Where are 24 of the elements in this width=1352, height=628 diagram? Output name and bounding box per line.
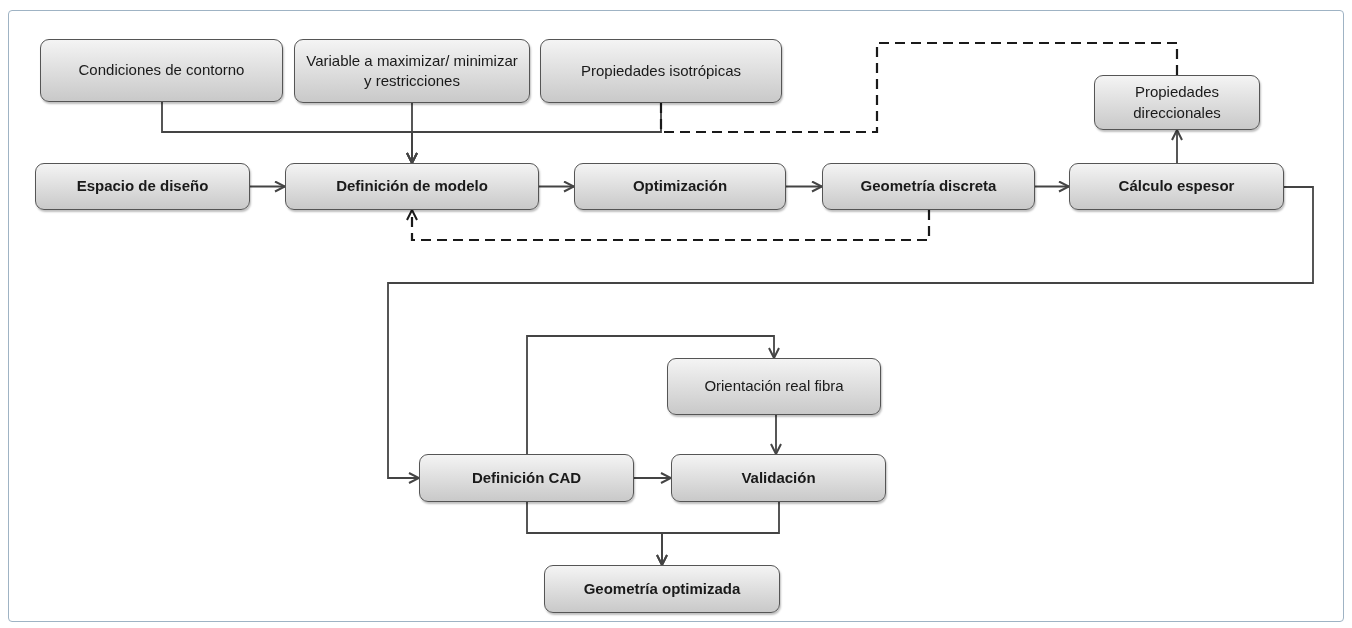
- arrow: [785, 180, 823, 193]
- process-box: Geometría optimizada: [544, 565, 780, 613]
- dashed-arrow: [406, 209, 931, 242]
- process-box: Propiedades isotrópicas: [540, 39, 782, 103]
- arrow: [538, 180, 575, 193]
- arrow: [387, 186, 1314, 484]
- process-box: Propiedades direccionales: [1094, 75, 1260, 130]
- process-box: Optimización: [574, 163, 786, 210]
- arrow: [770, 414, 782, 455]
- process-box: Validación: [671, 454, 886, 502]
- arrow: [1171, 129, 1183, 164]
- arrow: [633, 472, 672, 484]
- arrow: [1034, 180, 1070, 193]
- arrow: [656, 501, 780, 566]
- arrow: [249, 180, 286, 193]
- process-box: Cálculo espesor: [1069, 163, 1284, 210]
- process-box: Variable a maximizar/ minimizar y restricciones: [294, 39, 530, 103]
- process-box: Condiciones de contorno: [40, 39, 283, 102]
- process-box: Espacio de diseño: [35, 163, 250, 210]
- arrow: [526, 335, 780, 455]
- process-box: Definición CAD: [419, 454, 634, 502]
- process-box: Orientación real fibra: [667, 358, 881, 415]
- process-box: Definición de modelo: [285, 163, 539, 210]
- process-box: Geometría discreta: [822, 163, 1035, 210]
